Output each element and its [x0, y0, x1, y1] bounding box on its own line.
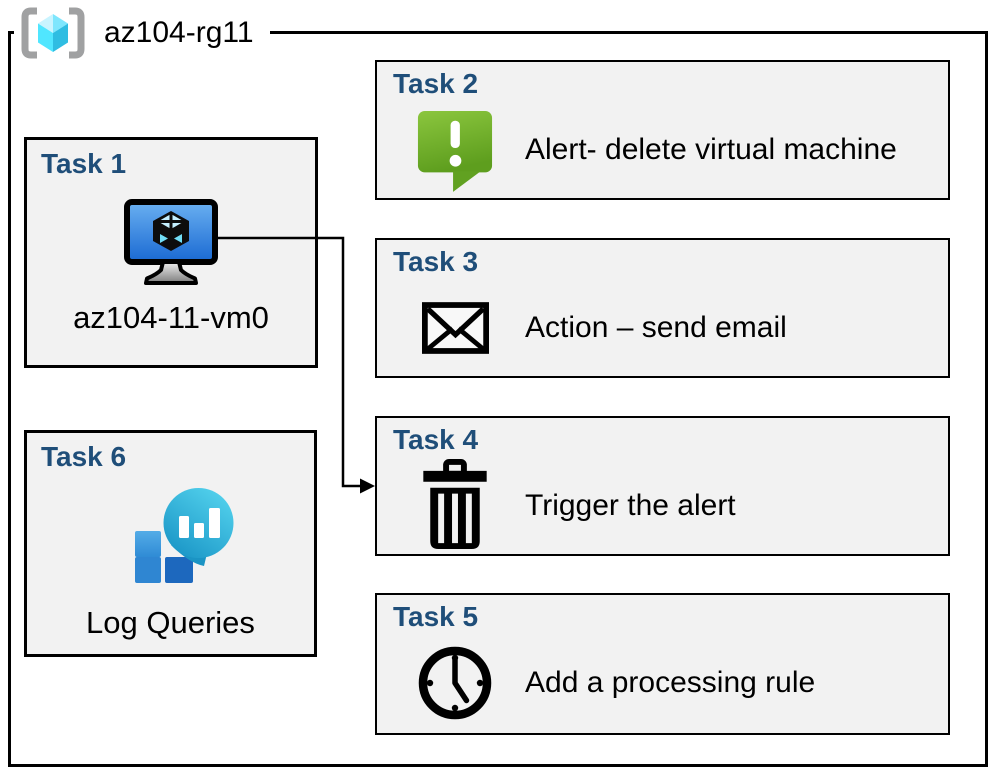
task1-title: Task 1 — [41, 148, 127, 179]
trash-icon — [423, 458, 487, 549]
task6-box: Task 6 Log Queries — [24, 430, 317, 657]
resource-group-header: az104-rg11 — [14, 4, 270, 62]
task2-label: Alert- delete virtual machine — [525, 133, 897, 166]
task4-label: Trigger the alert — [525, 489, 736, 522]
virtual-machine-icon — [124, 199, 218, 285]
clock-icon — [418, 646, 492, 720]
task6-title: Task 6 — [41, 441, 127, 472]
alert-message-icon — [417, 111, 493, 192]
task6-label: Log Queries — [86, 605, 255, 640]
task3-title: Task 3 — [393, 246, 479, 277]
task4-title: Task 4 — [393, 424, 479, 455]
task2-title: Task 2 — [393, 68, 479, 99]
task3-label: Action – send email — [525, 311, 787, 344]
task4-box: Task 4 Trigger the alert — [375, 416, 950, 556]
task3-box: Task 3 Action – send email — [375, 238, 950, 378]
task1-label: az104-11-vm0 — [73, 300, 269, 335]
resource-group-icon — [21, 7, 85, 59]
task5-box: Task 5 Add a processing rule — [375, 593, 950, 735]
log-queries-icon — [135, 488, 234, 583]
email-envelope-icon — [421, 302, 489, 354]
task5-title: Task 5 — [393, 601, 479, 632]
task5-label: Add a processing rule — [525, 666, 816, 699]
task2-box: Task 2 Alert- delete virtual machine — [375, 60, 950, 200]
resource-group-name: az104-rg11 — [104, 16, 254, 49]
task1-box: Task 1 az104-11-vm0 — [24, 137, 318, 368]
